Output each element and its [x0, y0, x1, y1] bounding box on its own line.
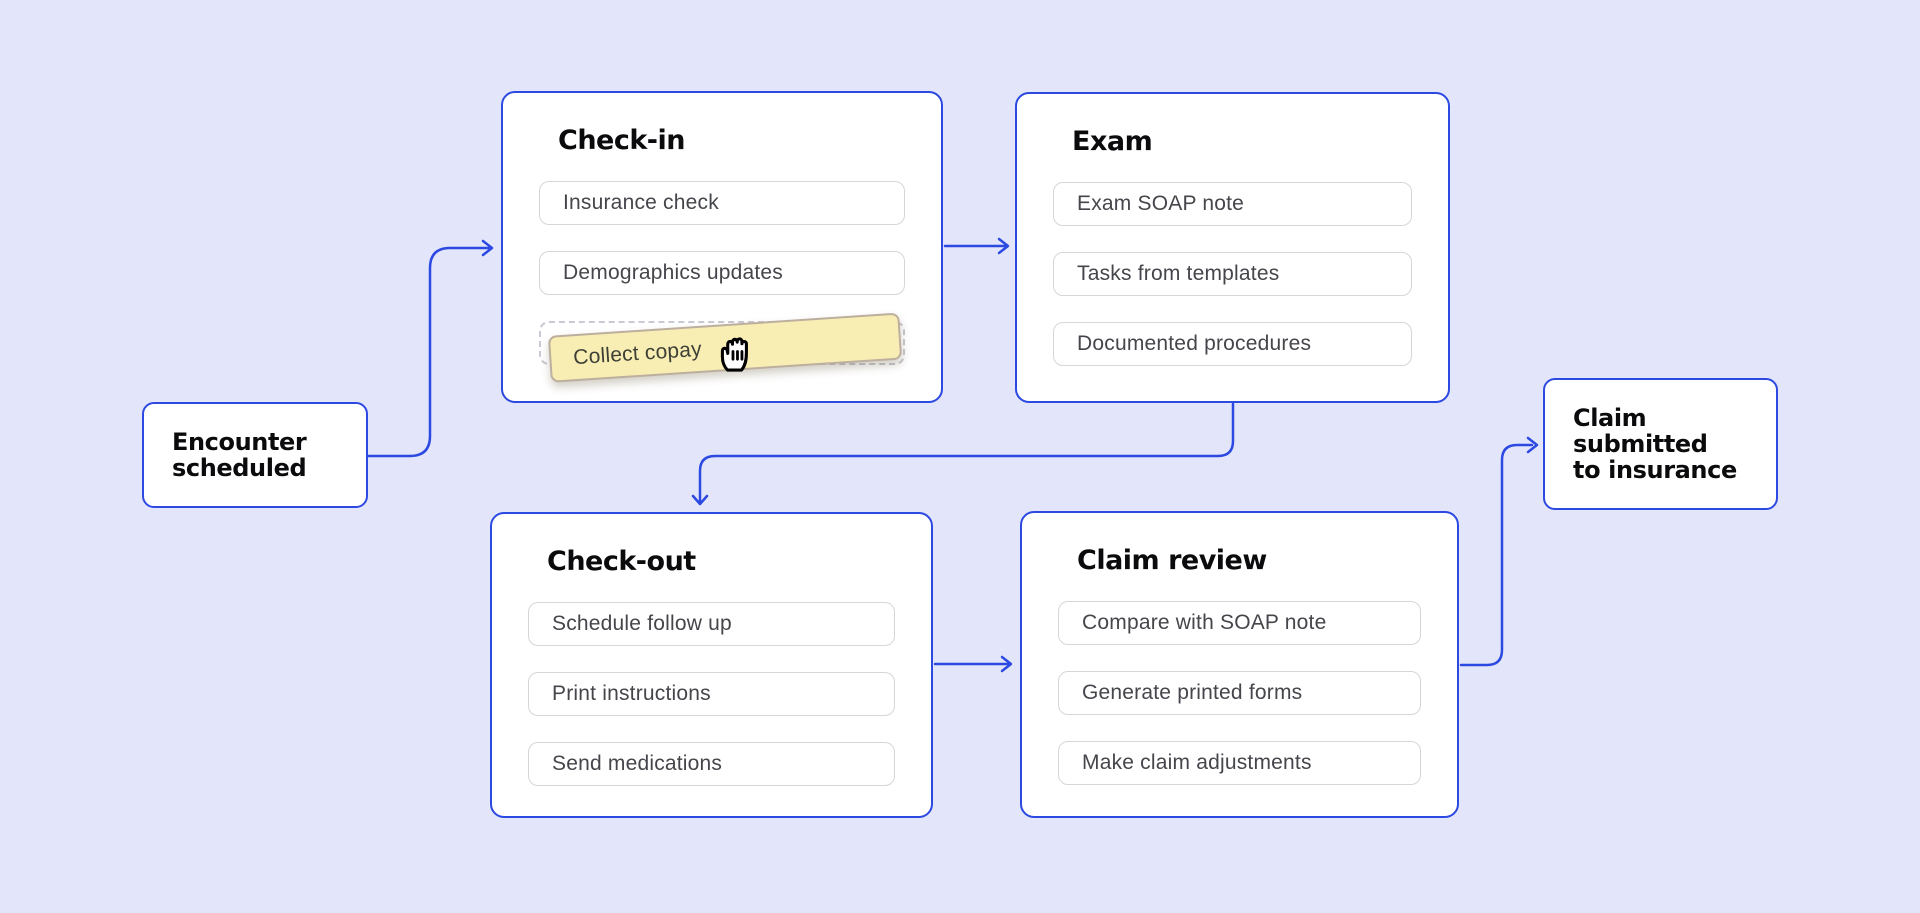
- task-tasks-from-templates[interactable]: Tasks from templates: [1053, 252, 1412, 296]
- stage-checkin: Check-in Insurance check Demographics up…: [501, 91, 943, 403]
- stage-claim-review: Claim review Compare with SOAP note Gene…: [1020, 511, 1459, 818]
- task-label: Schedule follow up: [552, 612, 732, 635]
- stage-title: Exam: [1072, 126, 1153, 157]
- stage-claim-submitted: Claim submitted to insurance: [1543, 378, 1778, 510]
- connector-claimreview-to-claimsubmitted: [1459, 436, 1539, 667]
- connector-exam-to-checkout: [691, 402, 1235, 506]
- task-label: Make claim adjustments: [1082, 751, 1312, 774]
- stage-label-line: Encounter: [172, 428, 307, 456]
- task-label: Documented procedures: [1077, 332, 1312, 355]
- stage-title: Check-in: [558, 125, 686, 156]
- task-demographics-updates[interactable]: Demographics updates: [539, 251, 905, 295]
- task-label: Insurance check: [563, 191, 719, 214]
- task-label: Compare with SOAP note: [1082, 611, 1327, 634]
- connector-checkin-to-exam: [943, 237, 1010, 255]
- task-schedule-follow-up[interactable]: Schedule follow up: [528, 602, 895, 646]
- connector-checkout-to-claimreview: [933, 655, 1013, 673]
- stage-label-line: Claim: [1573, 404, 1647, 432]
- stage-encounter-scheduled: Encounter scheduled: [142, 402, 368, 508]
- stage-label-line: to insurance: [1573, 456, 1737, 484]
- task-exam-soap-note[interactable]: Exam SOAP note: [1053, 182, 1412, 226]
- stage-label-line: scheduled: [172, 454, 307, 482]
- connector-encounter-to-checkin: [366, 239, 494, 458]
- task-compare-with-soap-note[interactable]: Compare with SOAP note: [1058, 601, 1421, 645]
- task-label: Send medications: [552, 752, 723, 775]
- stage-label-line: submitted: [1573, 430, 1708, 458]
- dragged-task-label: Collect copay: [572, 337, 703, 369]
- task-label: Exam SOAP note: [1077, 192, 1244, 215]
- task-label: Tasks from templates: [1077, 262, 1280, 285]
- grabbing-hand-cursor-icon: [714, 330, 758, 376]
- stage-exam: Exam Exam SOAP note Tasks from templates…: [1015, 92, 1450, 403]
- task-label: Demographics updates: [563, 261, 783, 284]
- task-generate-printed-forms[interactable]: Generate printed forms: [1058, 671, 1421, 715]
- task-send-medications[interactable]: Send medications: [528, 742, 895, 786]
- task-label: Generate printed forms: [1082, 681, 1303, 704]
- task-documented-procedures[interactable]: Documented procedures: [1053, 322, 1412, 366]
- stage-checkout: Check-out Schedule follow up Print instr…: [490, 512, 933, 818]
- dragged-task-collect-copay[interactable]: Collect copay: [547, 312, 903, 383]
- drop-slot: Collect copay: [539, 312, 905, 383]
- stage-title: Check-out: [547, 546, 696, 577]
- task-label: Print instructions: [552, 682, 711, 705]
- task-print-instructions[interactable]: Print instructions: [528, 672, 895, 716]
- stage-title: Claim review: [1077, 545, 1267, 576]
- task-make-claim-adjustments[interactable]: Make claim adjustments: [1058, 741, 1421, 785]
- task-insurance-check[interactable]: Insurance check: [539, 181, 905, 225]
